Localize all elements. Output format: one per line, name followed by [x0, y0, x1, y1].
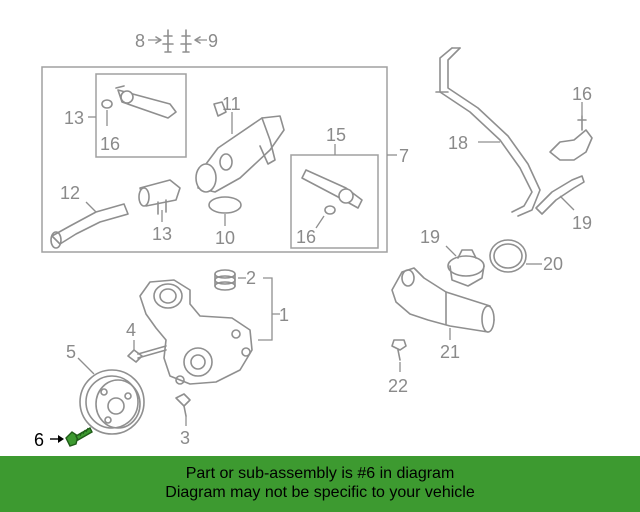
callout-20: 19 — [420, 227, 440, 247]
hose-18 — [535, 175, 585, 215]
connector-13 — [138, 179, 181, 215]
arrow-6-head — [58, 435, 64, 443]
sensor-8-9 — [148, 29, 207, 53]
water-pump-1 — [139, 279, 253, 385]
spring-2 — [214, 269, 236, 291]
callout-3: 3 — [180, 428, 190, 448]
water-inlet-22 — [391, 267, 495, 333]
group-box-7 — [41, 66, 388, 253]
tube-15 — [301, 169, 363, 209]
hose-12 — [50, 203, 129, 249]
pipe-19 — [435, 47, 541, 217]
callout-18: 19 — [572, 213, 592, 233]
seal-21 — [489, 239, 527, 273]
callout-16b: 16 — [296, 227, 316, 247]
callout-6[interactable]: 6 — [34, 430, 44, 450]
callout-15: 15 — [326, 125, 346, 145]
bolt-4 — [127, 345, 167, 363]
callout-23: 22 — [388, 376, 408, 396]
bracket-17 — [549, 115, 593, 161]
info-banner: Part or sub-assembly is #6 in diagram Di… — [0, 456, 640, 512]
o-ring-16a — [101, 99, 113, 109]
callout-19: 18 — [448, 133, 468, 153]
pulley-5 — [79, 369, 145, 435]
parts-diagram: 8 9 7 13 16 11 12 13 10 15 — [34, 29, 593, 450]
gasket-10 — [208, 196, 242, 214]
water-outlet-11 — [195, 101, 285, 193]
o-ring-16b — [324, 205, 336, 215]
callout-10: 10 — [215, 228, 235, 248]
callout-17: 16 — [572, 84, 592, 104]
callout-9: 9 — [208, 31, 218, 51]
group-box-14 — [95, 73, 187, 158]
callout-8: 8 — [135, 31, 145, 51]
callout-16a: 16 — [100, 134, 120, 154]
callout-12: 12 — [60, 183, 80, 203]
callout-7: 7 — [399, 146, 409, 166]
banner-line-1: Part or sub-assembly is #6 in diagram — [185, 465, 455, 482]
bolt-3 — [175, 393, 191, 417]
callout-13: 13 — [152, 224, 172, 244]
callout-11: 11 — [222, 94, 241, 114]
thermostat-20 — [447, 249, 485, 287]
callout-22: 21 — [440, 342, 460, 362]
callout-14: 13 — [64, 108, 84, 128]
callout-1: 1 — [279, 305, 289, 325]
tube-14 — [115, 85, 177, 119]
callout-4: 4 — [126, 320, 136, 340]
bolt-6-highlighted[interactable] — [65, 427, 93, 447]
callout-5: 5 — [66, 342, 76, 362]
banner-line-2: Diagram may not be specific to your vehi… — [165, 484, 475, 501]
callout-21: 20 — [543, 254, 563, 274]
bolt-23 — [391, 339, 407, 361]
callout-2: 2 — [246, 268, 256, 288]
